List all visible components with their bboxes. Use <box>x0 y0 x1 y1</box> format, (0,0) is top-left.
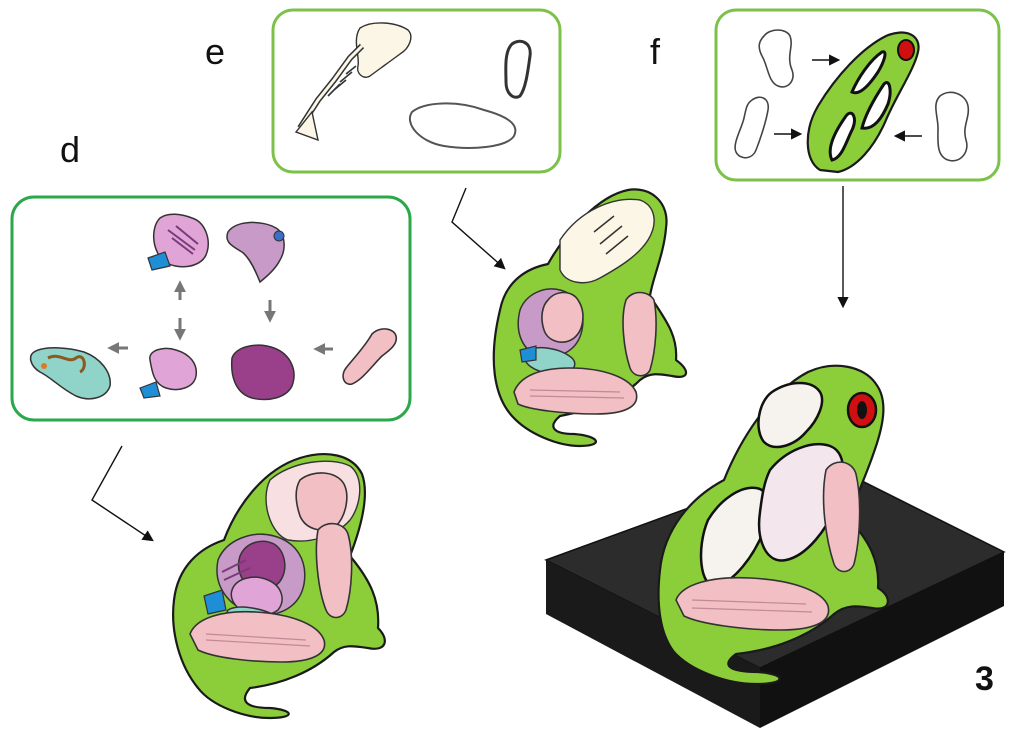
frog-skeleton-stage <box>494 189 686 446</box>
frog-organs-stage <box>173 454 385 718</box>
liver-organ <box>232 345 294 399</box>
panel-label-f: f <box>650 31 661 72</box>
figure-number: 3 <box>975 660 994 698</box>
panel-d-organs <box>12 197 410 420</box>
eye-icon <box>898 40 914 60</box>
panel-e-skeleton <box>273 10 560 172</box>
panel-e-border <box>273 10 560 172</box>
heart-lungs-organ <box>148 214 208 270</box>
arrow-e-to-frog <box>452 188 504 268</box>
panel-f-shell <box>716 10 999 180</box>
panel-label-e: e <box>205 31 225 72</box>
panel-label-d: d <box>60 129 80 170</box>
arrow-d-to-frog <box>92 446 152 540</box>
